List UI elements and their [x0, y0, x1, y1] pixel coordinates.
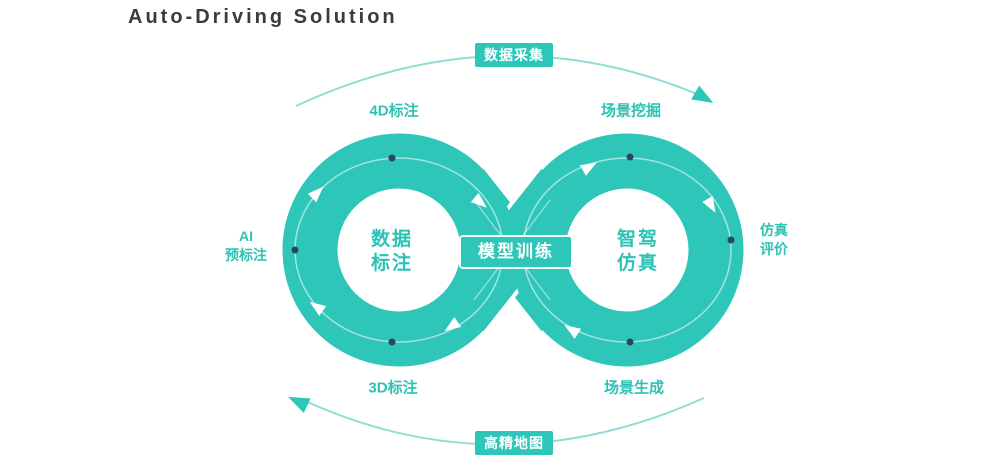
flow-dot — [727, 236, 735, 244]
label-4d-annotation: 4D标注 — [369, 102, 419, 120]
page-title: Auto-Driving Solution — [128, 6, 398, 28]
flow-arrow-icon — [444, 317, 462, 332]
label-ai-pre-annotation-line2: 预标注 — [225, 247, 267, 263]
badge-data-collection: 数据采集 — [475, 43, 553, 67]
label-scene-generation: 场景生成 — [603, 379, 665, 397]
label-3d-annotation: 3D标注 — [368, 379, 418, 397]
right-loop-title-line2: 仿真 — [616, 253, 660, 274]
label-simulation-evaluation: 仿真 评价 — [760, 221, 788, 259]
flow-dot — [626, 153, 634, 161]
flow-arrow-icon — [470, 192, 487, 208]
left-loop-title: 数据 标注 — [371, 228, 413, 276]
label-ai-pre-annotation-line1: AI — [239, 228, 253, 244]
left-loop-title-line1: 数据 — [370, 229, 414, 250]
flow-dot — [388, 338, 396, 346]
outer-bottom-arc-arrowhead-icon — [288, 396, 311, 414]
label-simulation-evaluation-line1: 仿真 — [760, 222, 788, 238]
badge-model-training: 模型训练 — [461, 237, 571, 267]
right-loop-title: 智驾 仿真 — [617, 228, 659, 276]
left-loop-title-line2: 标注 — [370, 253, 414, 274]
right-loop-title-line1: 智驾 — [616, 229, 660, 250]
label-scene-mining: 场景挖掘 — [600, 102, 662, 120]
label-simulation-evaluation-line2: 评价 — [760, 241, 788, 257]
flow-dot — [291, 246, 299, 254]
flow-dot — [388, 154, 396, 162]
flow-dot — [626, 338, 634, 346]
flow-arrow-icon — [702, 195, 716, 213]
flow-arrow-icon — [564, 325, 582, 339]
flow-arrow-icon — [579, 162, 597, 176]
badge-hd-map: 高精地图 — [475, 431, 553, 455]
flow-arrow-icon — [307, 186, 324, 203]
flow-arrow-icon — [309, 301, 327, 316]
outer-top-arc-arrowhead-icon — [691, 85, 714, 103]
label-ai-pre-annotation: AI 预标注 — [225, 227, 267, 265]
